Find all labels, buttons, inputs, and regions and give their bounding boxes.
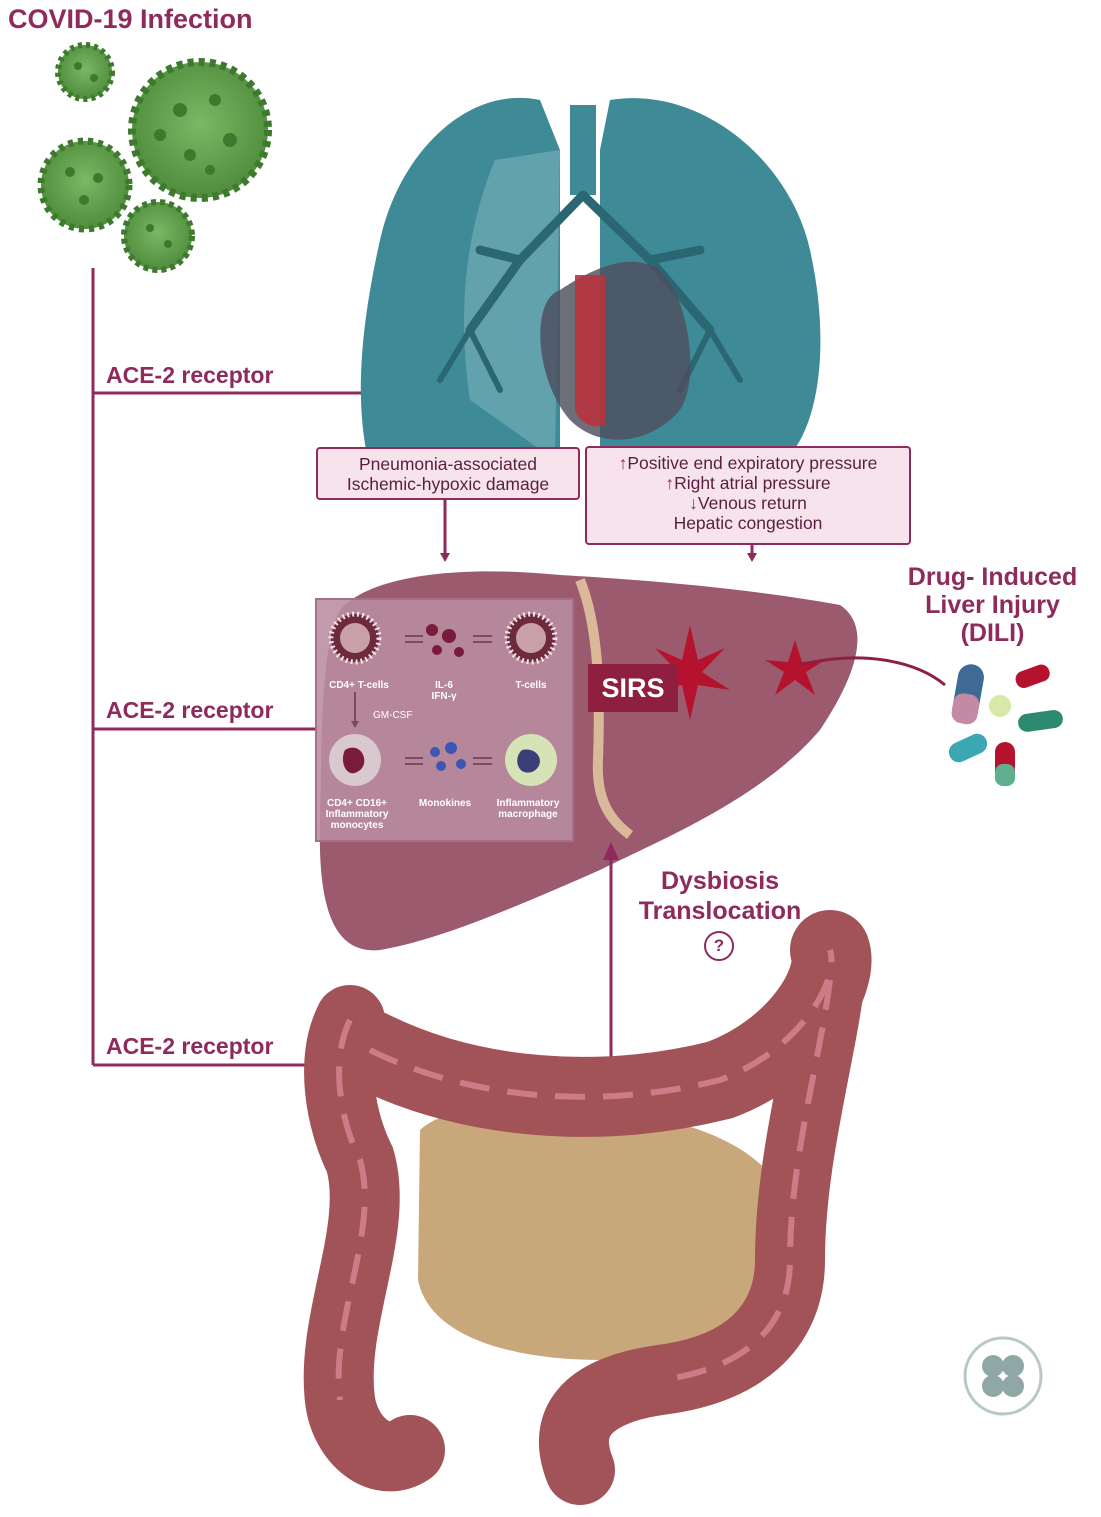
sirs-badge: SIRS: [588, 664, 678, 712]
heart-illustration: [540, 262, 690, 440]
dili-label: Drug- Induced Liver Injury (DILI): [880, 563, 1101, 647]
monocytes-label-1: CD4+ CD16+: [317, 798, 397, 809]
peep-line: Positive end expiratory pressure: [627, 453, 877, 473]
diagram-title: COVID-19 Infection: [8, 4, 253, 35]
immune-response-panel: CD4+ T-cells IL-6 IFN-γ T-cells GM-CSF C…: [315, 598, 574, 842]
publisher-logo-icon: [965, 1338, 1041, 1414]
monokines-label: Monokines: [411, 798, 479, 809]
il6-label: IL-6: [419, 680, 469, 691]
up-arrow-icon: ↑: [665, 473, 674, 493]
dysbiosis-line-1: Dysbiosis: [630, 866, 810, 896]
dysbiosis-label: Dysbiosis Translocation: [630, 866, 810, 926]
venous-return-line: Venous return: [698, 493, 807, 513]
down-arrow-icon: ↓: [689, 493, 698, 513]
dili-line-2: Liver Injury: [880, 591, 1101, 619]
pills-icon: [946, 662, 1064, 786]
pneumonia-line-2: Ischemic-hypoxic damage: [318, 474, 578, 494]
monocytes-label-3: monocytes: [317, 820, 397, 831]
hepatic-congestion-line: Hepatic congestion: [587, 513, 909, 533]
pneumonia-damage-box: Pneumonia-associated Ischemic-hypoxic da…: [316, 447, 580, 500]
macrophage-label-1: Inflammatory: [485, 798, 571, 809]
intestine-illustration: [339, 950, 832, 1470]
dili-line-1: Drug- Induced: [880, 563, 1101, 591]
virus-icon-2: [58, 45, 112, 99]
cd4-tcells-label: CD4+ T-cells: [319, 680, 399, 691]
ifn-label: IFN-γ: [419, 691, 469, 702]
virus-icon-4: [124, 202, 192, 270]
macrophage-label-2: macrophage: [485, 809, 571, 820]
ace-label-lungs: ACE-2 receptor: [106, 362, 273, 389]
monocytes-label-2: Inflammatory: [317, 809, 397, 820]
virus-icon-1: [132, 62, 268, 198]
question-mark-icon: ?: [704, 931, 734, 961]
hepatic-congestion-box: ↑Positive end expiratory pressure ↑Right…: [585, 446, 911, 545]
dysbiosis-arrow: [603, 842, 619, 1082]
ace-label-liver: ACE-2 receptor: [106, 697, 273, 724]
pneumonia-line-1: Pneumonia-associated: [318, 454, 578, 474]
tcells-label: T-cells: [501, 680, 561, 691]
dili-line-3: (DILI): [880, 619, 1101, 647]
ace-label-intestine: ACE-2 receptor: [106, 1033, 273, 1060]
atrial-pressure-line: Right atrial pressure: [674, 473, 831, 493]
gmcsf-label: GM-CSF: [373, 710, 412, 721]
virus-icon-3: [41, 141, 129, 229]
dysbiosis-line-2: Translocation: [630, 896, 810, 926]
